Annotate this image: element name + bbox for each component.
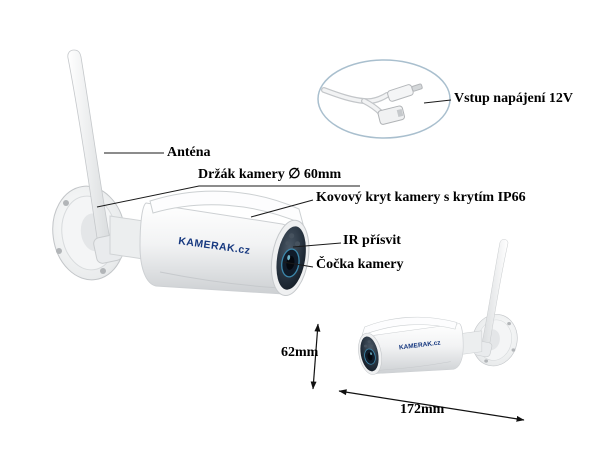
label-ir-light: IR přísvit xyxy=(343,233,401,248)
label-housing: Kovový kryt kamery s krytím IP66 xyxy=(316,190,526,205)
mount-screw xyxy=(56,248,62,254)
leader-power-input xyxy=(423,99,452,104)
label-mount: Držák kamery ∅ 60mm xyxy=(198,167,342,182)
dimension-height-line xyxy=(310,323,321,390)
power-cable-inset xyxy=(317,59,451,139)
dimension-length-text: 172mm xyxy=(400,402,445,417)
body-seam xyxy=(159,271,281,289)
power-cable xyxy=(321,83,423,125)
lens-highlight xyxy=(287,255,291,261)
label-lens: Čočka kamery xyxy=(316,257,404,272)
leader-housing xyxy=(250,199,314,218)
dc-plug xyxy=(387,83,423,102)
ir-leds xyxy=(285,233,301,247)
mount-screw xyxy=(63,200,69,206)
leader-lines xyxy=(96,99,452,268)
leader-ir-light xyxy=(292,242,342,248)
dimension-height-text: 62mm xyxy=(281,345,319,360)
mount-screw xyxy=(100,268,106,274)
label-power-input: Vstup napájení 12V xyxy=(454,91,574,106)
label-antenna: Anténa xyxy=(167,145,211,160)
leader-lens xyxy=(282,261,314,268)
dc-jack xyxy=(377,105,405,125)
dimension-length-line xyxy=(338,389,525,422)
dimension-lines xyxy=(310,323,525,422)
leader-mount xyxy=(96,185,360,208)
